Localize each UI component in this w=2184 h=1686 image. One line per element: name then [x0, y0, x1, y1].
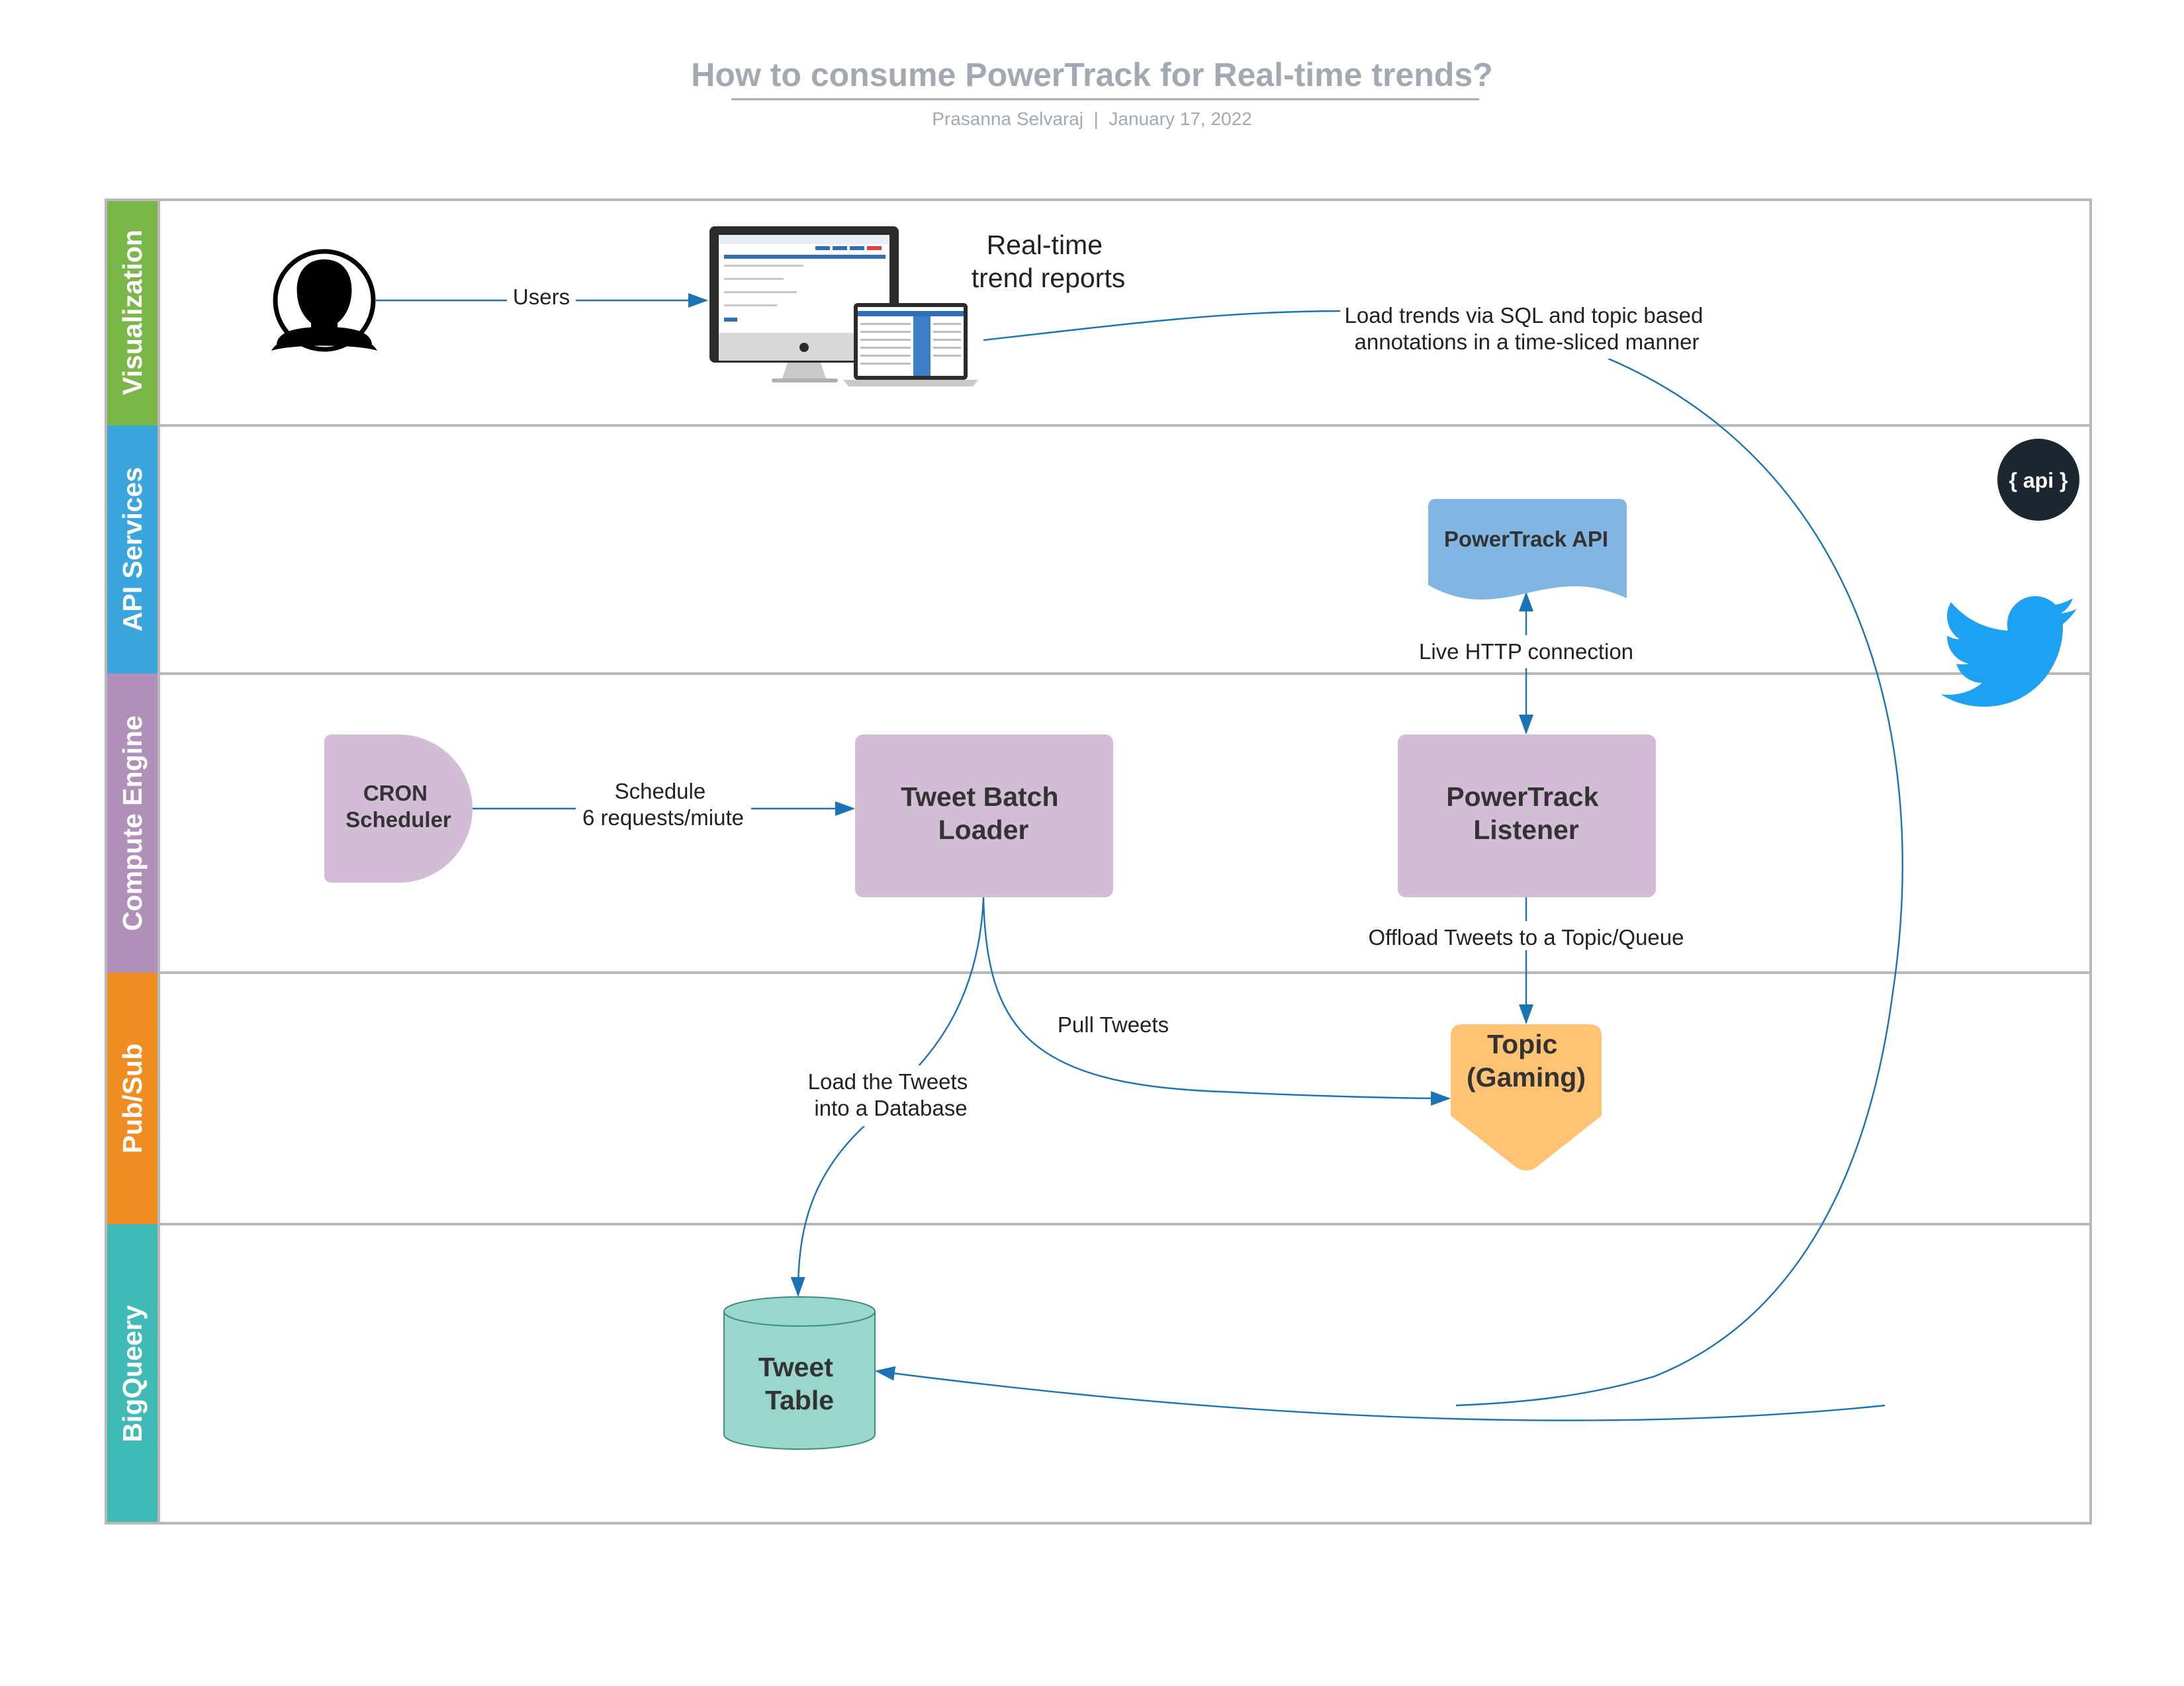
swimlane-frame [105, 199, 2092, 1525]
user-avatar-icon [271, 249, 377, 352]
lane-label-pubsub: Pub/Sub [117, 1043, 148, 1153]
edge-label-offload: Offload Tweets to a Topic/Queue [1369, 925, 1684, 950]
monitor-caption: Real-time trend reports [972, 230, 1125, 293]
cron-scheduler-label: CRON Scheduler [345, 781, 451, 832]
edge-label-schedule: Schedule 6 requests/miute [582, 779, 744, 830]
lane-header-api-services [106, 425, 159, 674]
lane-label-api-services: API Services [117, 467, 148, 631]
tweet-table-node[interactable]: Tweet Table [723, 1296, 876, 1450]
topic-gaming-node[interactable]: Topic (Gaming) [1451, 1024, 1602, 1171]
lane-header-compute-engine [106, 674, 159, 973]
tweet-batch-loader-label: Tweet Batch Loader [901, 781, 1066, 845]
page-title: How to consume PowerTrack for Real-time … [691, 56, 1492, 93]
powertrack-listener-node[interactable]: PowerTrack Listener [1398, 734, 1656, 897]
lane-header-bigquery [106, 1224, 159, 1523]
twitter-bird-icon [1940, 596, 2077, 707]
desktop-laptop-dashboard-icon [709, 226, 978, 386]
topic-gaming-label: Topic (Gaming) [1467, 1029, 1586, 1092]
edge-pull-tweets [982, 897, 1451, 1106]
edge-label-load-trends: Load trends via SQL and topic based anno… [1345, 303, 1709, 354]
powertrack-api-label: PowerTrack API [1444, 527, 1608, 551]
edge-label-load-db: Load the Tweets into a Database [808, 1069, 974, 1120]
edge-label-pull-tweets: Pull Tweets [1058, 1012, 1169, 1037]
lane-label-compute-engine: Compute Engine [117, 715, 148, 931]
lane-header-pubsub [106, 973, 159, 1224]
page-subtitle: Prasanna Selvaraj | January 17, 2022 [932, 109, 1252, 129]
lane-label-visualization: Visualization [117, 230, 148, 395]
powertrack-listener-label: PowerTrack Listener [1446, 781, 1606, 845]
edge-label-live-http: Live HTTP connection [1419, 639, 1633, 664]
edge-label-users: Users [513, 285, 570, 309]
edge-labels: Users Load trends via SQL and topic base… [507, 285, 1714, 1126]
api-logo-icon: { api } [1997, 439, 2079, 521]
tweet-batch-loader-node[interactable]: Tweet Batch Loader [855, 734, 1113, 897]
api-logo-text: { api } [2009, 468, 2068, 492]
tweet-table-label: Tweet Table [758, 1352, 841, 1415]
lane-label-bigquery: BigQueery [117, 1305, 148, 1442]
cron-scheduler-node[interactable]: CRON Scheduler [324, 734, 473, 883]
edges [376, 293, 1903, 1421]
edge-load-trends [875, 1366, 1886, 1421]
swimlanes: Visualization API Services Compute Engin… [105, 199, 2092, 1525]
edge-load-db [798, 897, 985, 1296]
lane-header-visualization [106, 200, 159, 425]
edge-load-trends-curve [983, 310, 1903, 1407]
powertrack-api-node[interactable]: PowerTrack API [1428, 499, 1627, 600]
